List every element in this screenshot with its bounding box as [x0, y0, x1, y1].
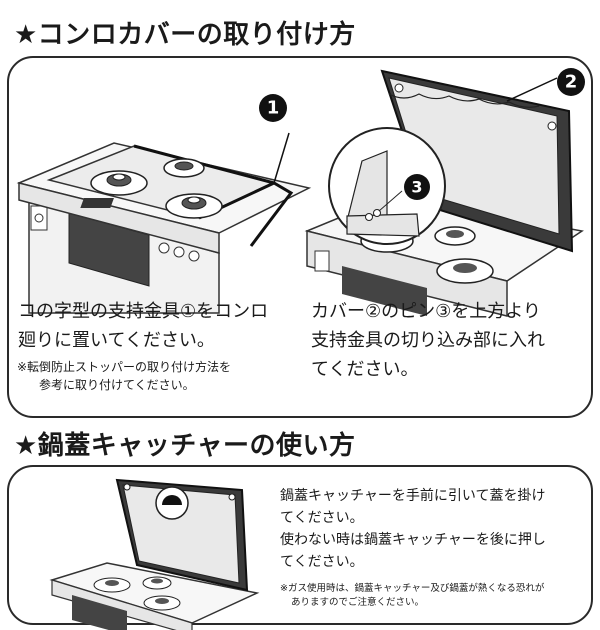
- lid-catcher-illustration: [49, 478, 260, 630]
- step2-text-line1: カバー②のピン③を上方より: [311, 301, 541, 322]
- section-title-cover-install: ★コンロカバーの取り付け方: [14, 20, 356, 50]
- badge-bracket: [259, 94, 287, 122]
- step1-text-line2: 廻りに置いてください。: [18, 330, 215, 351]
- lid-note-line2: ありますのでご注意ください。: [291, 597, 425, 608]
- step1-text-line1: コの字型の支持金具①をコンロ: [18, 301, 269, 322]
- badge-cover: [557, 68, 585, 96]
- burner-left: [90, 170, 148, 196]
- step1-note-line2: 参考に取り付けてください。: [39, 378, 195, 392]
- badge-pin: [404, 174, 430, 200]
- lid-text-line1: 鍋蓋キャッチャーを手前に引いて蓋を掛け: [280, 488, 546, 504]
- stove-with-bracket-illustration: 1: [16, 94, 312, 314]
- svg-text:1: 1: [267, 98, 280, 119]
- step2-text-line2: 支持金具の切り込み部に入れ: [311, 330, 545, 351]
- step1-note-line1: ※転倒防止ストッパーの取り付け方法を: [17, 360, 232, 374]
- step2-text-line3: てください。: [311, 359, 419, 380]
- lid-note-line1: ※ガス使用時は、鍋蓋キャッチャー及び鍋蓋が熱くなる恐れが: [280, 583, 545, 594]
- burner-right: [163, 158, 205, 178]
- lid-catcher-panel: 鍋蓋キャッチャーを手前に引いて蓋を掛け てください。 使わない時は鍋蓋キャッチャ…: [7, 465, 593, 630]
- lid-text-line2: てください。: [280, 510, 364, 526]
- cover-pin-illustration: 3 2: [304, 68, 585, 317]
- lid-text-line3: 使わない時は鍋蓋キャッチャーを後に押し: [280, 532, 546, 548]
- svg-text:2: 2: [565, 72, 578, 93]
- section-title-lid-catcher: ★鍋蓋キャッチャーの使い方: [14, 431, 356, 461]
- burner-front: [165, 193, 223, 219]
- install-panel: 1 3 2 コの字型の支持金具①をコ: [7, 56, 593, 418]
- lid-text-line4: てください。: [280, 554, 364, 570]
- svg-text:3: 3: [411, 178, 422, 197]
